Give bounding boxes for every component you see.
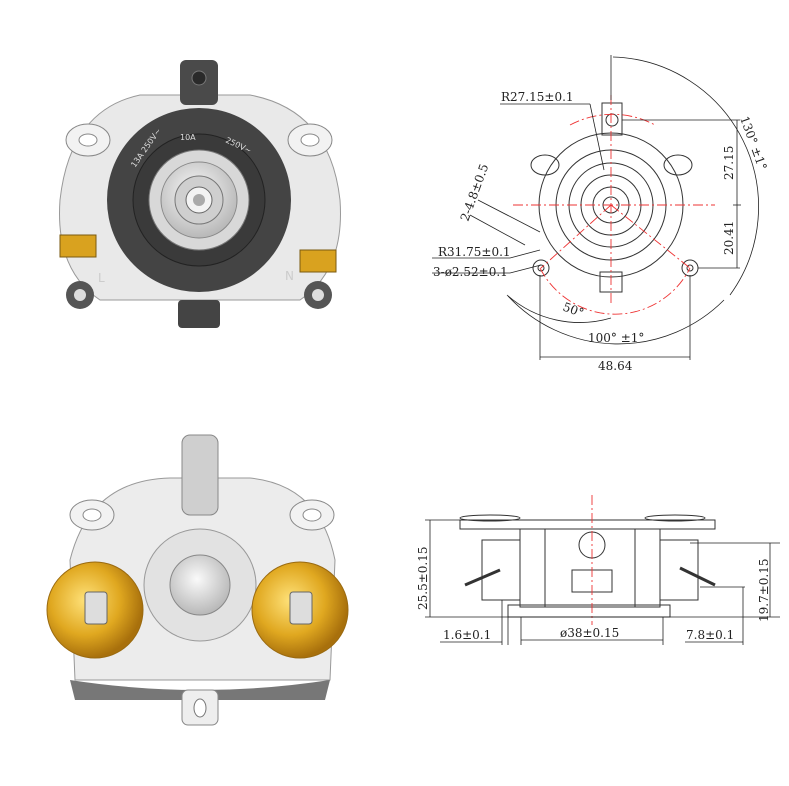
marking-neutral: N bbox=[285, 269, 294, 283]
mounting-ear-right bbox=[287, 123, 333, 157]
dim-total-height: 25.5±0.15 bbox=[416, 547, 430, 611]
dim-height-lower: 20.41 bbox=[722, 221, 736, 255]
dim-tab-width: 2-4.8±0.5 bbox=[458, 162, 492, 223]
dim-base-step: 1.6±0.1 bbox=[443, 628, 491, 642]
dim-holes: 3-ø2.52±0.1 bbox=[433, 265, 508, 279]
center-post bbox=[181, 434, 219, 516]
dim-base-diameter: ø38±0.15 bbox=[560, 626, 619, 640]
dim-r-top: R27.15±0.1 bbox=[501, 90, 574, 104]
marking-rating-2: 10A bbox=[180, 133, 196, 142]
terminal-left bbox=[59, 234, 97, 258]
dim-angle-50: 50° bbox=[561, 300, 586, 320]
dim-angle-100: 100° ±1° bbox=[588, 331, 644, 345]
render-top-view: 13A 250V~ 10A 250V~ L N bbox=[59, 60, 341, 328]
dim-terminal-offset: 7.8±0.1 bbox=[686, 628, 734, 642]
dim-height-upper: 27.15 bbox=[722, 146, 736, 180]
dim-r-outer: R31.75±0.1 bbox=[438, 245, 511, 259]
drawing-side-view: 25.5±0.15 19.7±0.15 1.6±0.1 ø38±0.15 7.8… bbox=[416, 495, 780, 645]
dim-hole-spacing: 48.64 bbox=[598, 359, 633, 373]
dim-terminal-height: 19.7±0.15 bbox=[757, 559, 771, 623]
drawing-top-view: R27.15±0.1 2-4.8±0.5 R31.75±0.1 3-ø2.52±… bbox=[432, 55, 770, 373]
marking-live: L bbox=[98, 271, 105, 285]
terminal-right bbox=[299, 249, 337, 273]
dim-angle-130: 130° ±1° bbox=[737, 114, 769, 172]
mounting-ear-left bbox=[65, 123, 111, 157]
render-bottom-view bbox=[46, 434, 349, 726]
